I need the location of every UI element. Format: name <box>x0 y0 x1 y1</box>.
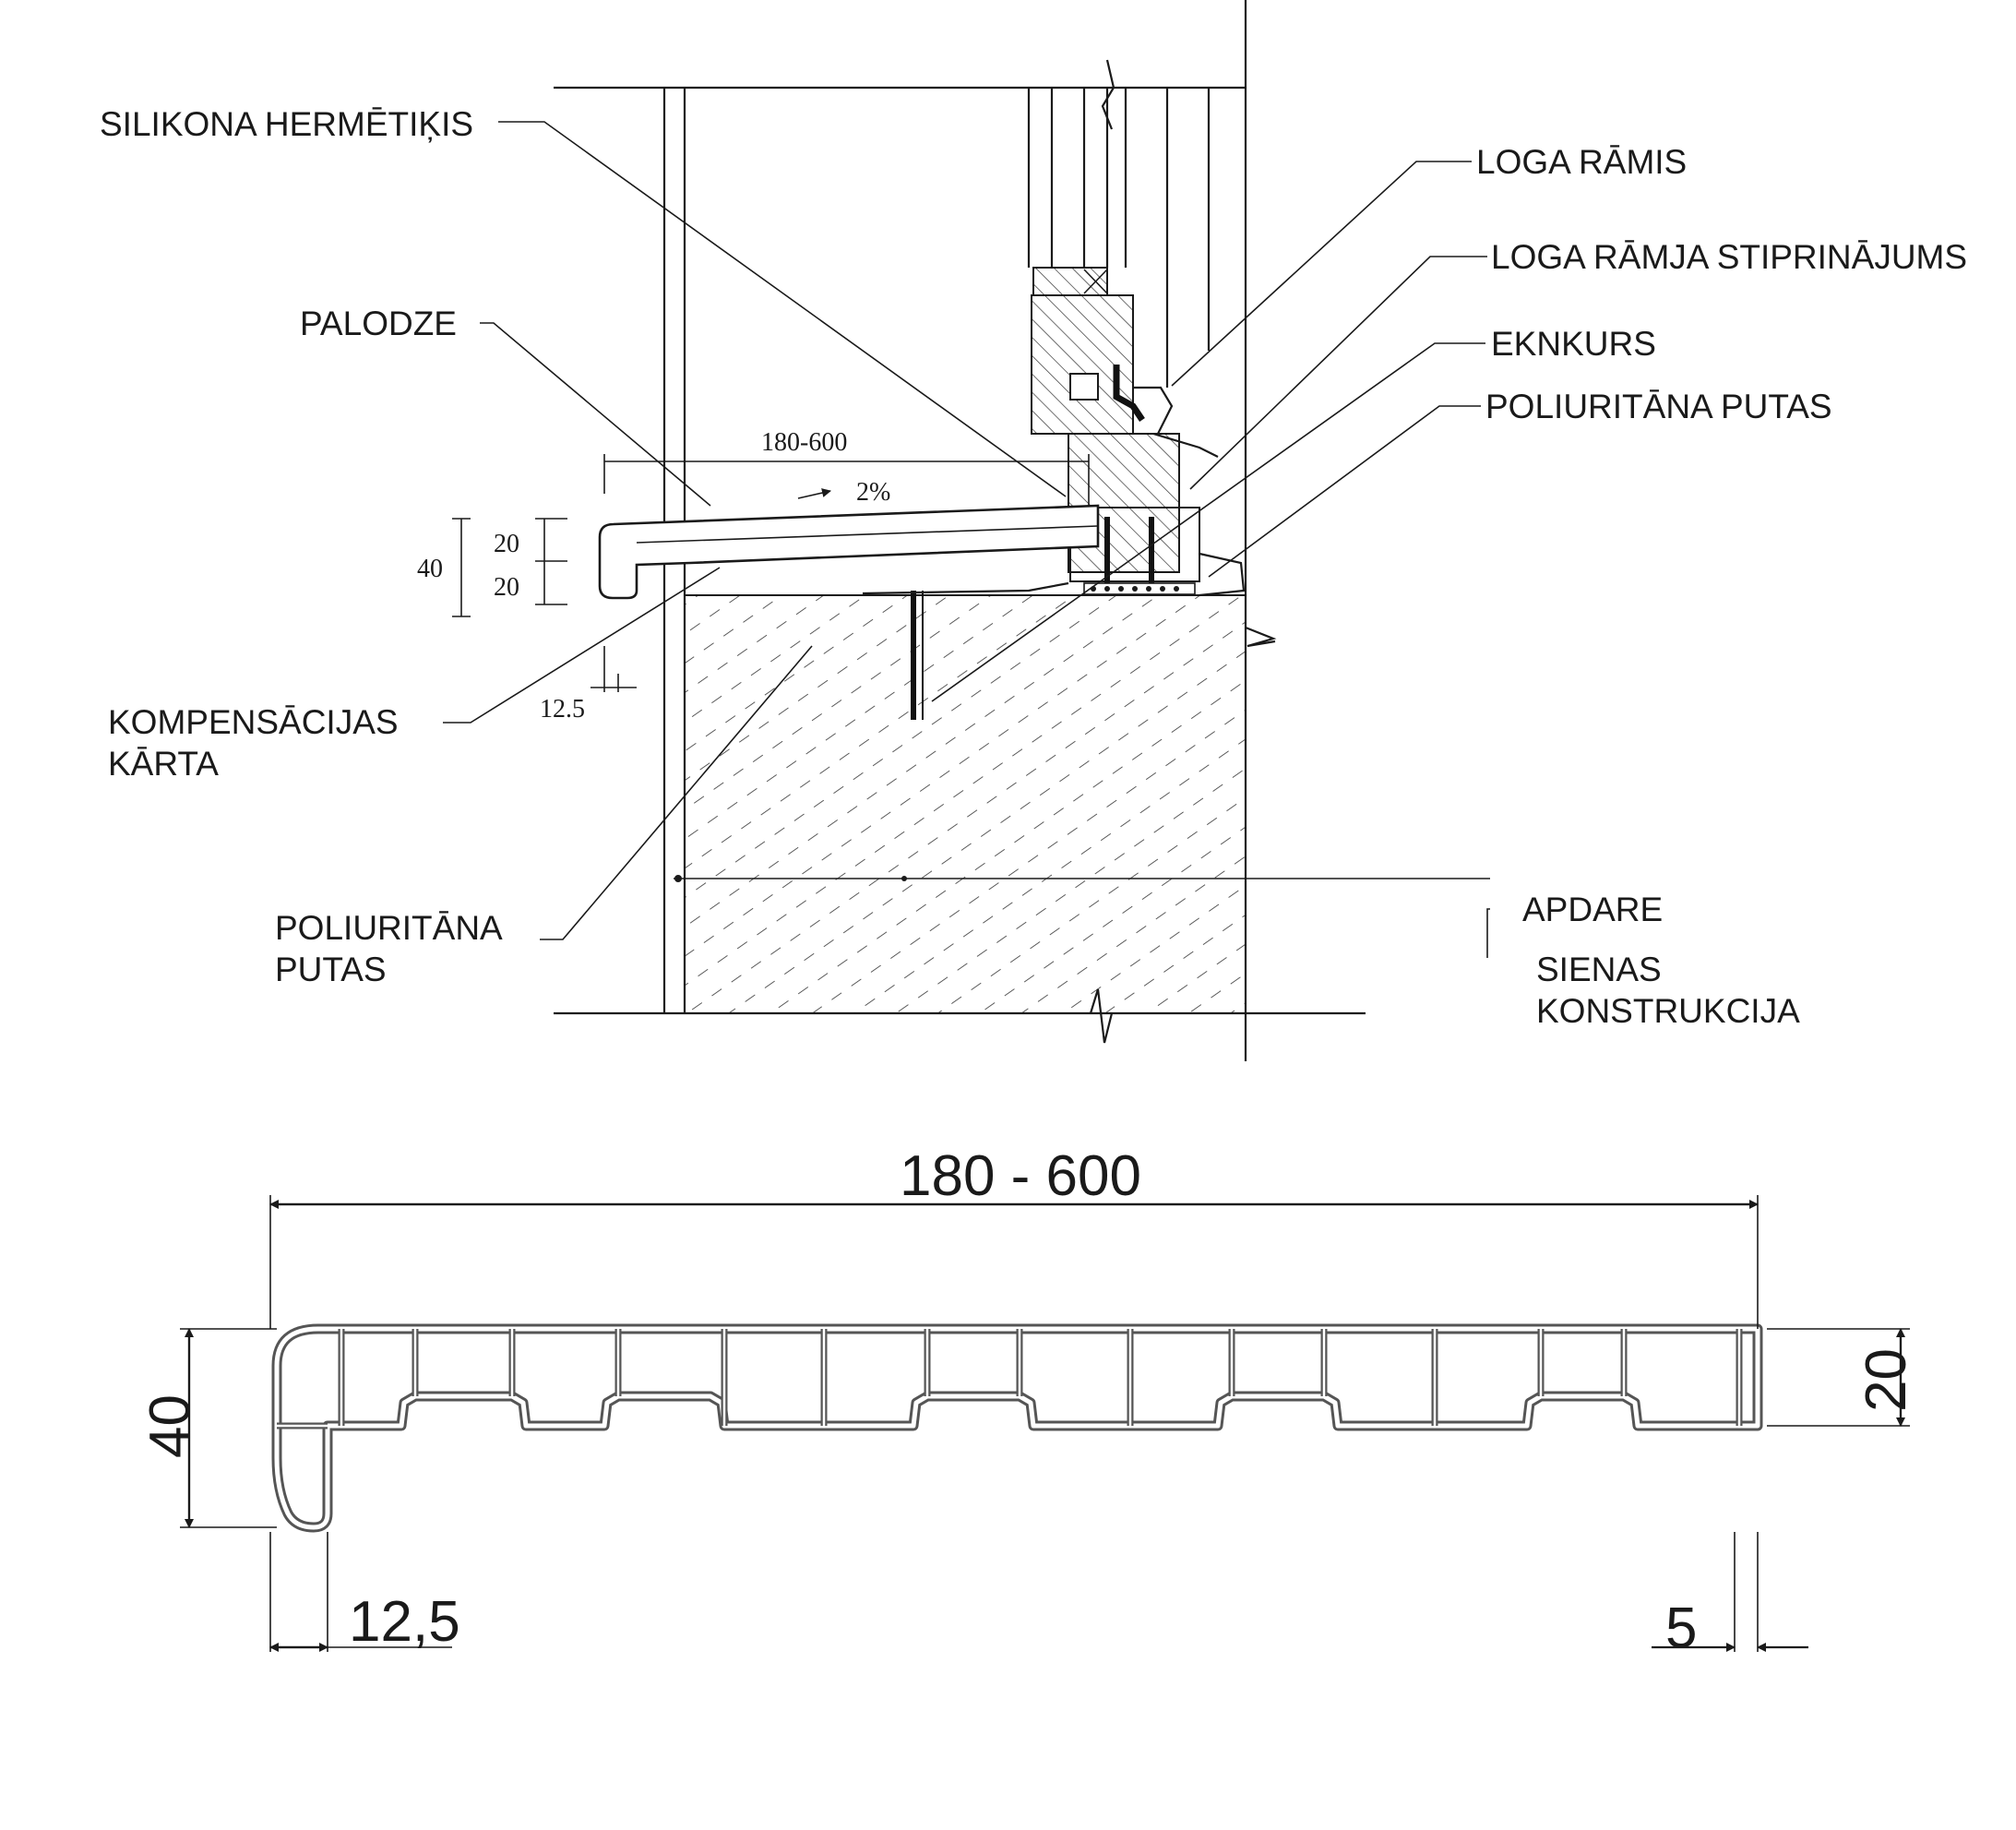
dim-profile-width: 180 - 600 <box>900 1144 1141 1208</box>
dim-profile-height: 40 <box>138 1394 202 1458</box>
window-frame <box>1027 59 1219 582</box>
section-dimensions <box>452 454 1090 692</box>
label-silikona-hermetikis: SILIKONA HERMĒTIĶIS <box>100 105 473 143</box>
label-putas-left-line1: POLIURITĀNA <box>275 909 503 947</box>
dim-section-height-top: 20 <box>494 530 519 558</box>
leader-lines <box>443 121 1490 958</box>
section-drawing <box>443 0 1490 1061</box>
dim-profile-height-right: 20 <box>1855 1348 1918 1412</box>
profile-dimensions <box>180 1195 1910 1652</box>
profile-drawing <box>180 1195 1910 1652</box>
label-palodze: PALODZE <box>300 305 457 342</box>
sill-profile-section <box>598 504 1100 600</box>
label-kompensacijas-line1: KOMPENSĀCIJAS <box>108 703 399 741</box>
label-sienas-line2: KONSTRUKCIJA <box>1536 992 1800 1030</box>
label-eknkurs: EKNKURS <box>1491 325 1656 363</box>
dim-section-slope: 2% <box>856 478 890 507</box>
label-kompensacijas-line2: KĀRTA <box>108 745 219 783</box>
label-stiprinajums: LOGA RĀMJA STIPRINĀJUMS <box>1491 238 1967 276</box>
section-dimension-labels: 180-600 2% 40 20 20 12.5 <box>417 428 890 724</box>
dim-section-height-total: 40 <box>417 555 443 583</box>
label-putas-left-line2: PUTAS <box>275 951 387 988</box>
wall-construction <box>684 594 1247 1014</box>
dim-section-nose: 12.5 <box>540 695 585 724</box>
label-loga-ramis: LOGA RĀMIS <box>1476 143 1687 181</box>
label-apdare: APDARE <box>1522 891 1663 928</box>
dim-section-width: 180-600 <box>761 428 847 457</box>
callout-labels: SILIKONA HERMĒTIĶIS PALODZE KOMPENSĀCIJA… <box>100 105 1967 1030</box>
dim-profile-end: 5 <box>1665 1597 1697 1660</box>
dim-section-height-bottom: 20 <box>494 573 519 602</box>
label-putas-right: POLIURITĀNA PUTAS <box>1485 388 1832 425</box>
dim-profile-nose: 12,5 <box>349 1590 460 1654</box>
label-sienas-line1: SIENAS <box>1536 951 1662 988</box>
profile-dimension-labels: 180 - 600 40 20 12,5 5 <box>138 1144 1918 1660</box>
